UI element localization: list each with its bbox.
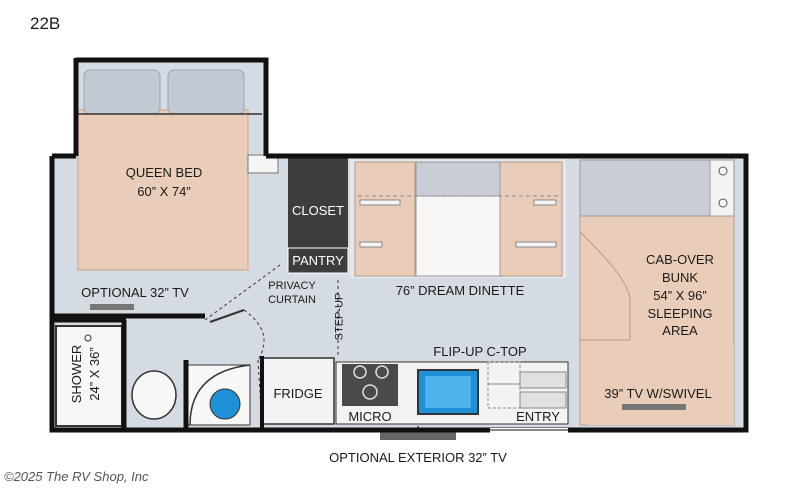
dinette-seat-left bbox=[354, 161, 416, 277]
pantry bbox=[287, 247, 349, 274]
cabover-sub: BUNK bbox=[661, 270, 699, 285]
closet-label: CLOSET bbox=[291, 203, 344, 218]
closet bbox=[288, 158, 348, 248]
dinette-table bbox=[415, 195, 501, 277]
exterior-tv-mark bbox=[380, 432, 456, 440]
swivel-tv-mark bbox=[622, 404, 686, 410]
privacy-line1: PRIVACY bbox=[268, 280, 316, 292]
exterior-tv-label: OPTIONAL EXTERIOR 32” TV bbox=[329, 450, 507, 465]
bed-title: QUEEN BED bbox=[125, 165, 203, 180]
flipup-label: FLIP-UP C-TOP bbox=[433, 344, 527, 359]
cabover-size: 54” X 96” bbox=[653, 288, 707, 303]
bed-size: 60” X 74” bbox=[137, 184, 191, 199]
queen-bed bbox=[77, 109, 249, 271]
micro-label: MICRO bbox=[348, 409, 392, 424]
model-label: 22B bbox=[30, 14, 61, 33]
cabover-line4: AREA bbox=[662, 323, 698, 338]
fridge-box bbox=[261, 357, 335, 425]
swivel-tv-label: 39” TV W/SWIVEL bbox=[604, 386, 712, 401]
dinette-label: 76” DREAM DINETTE bbox=[395, 283, 525, 298]
shower bbox=[55, 325, 123, 427]
bedroom-tv-label: OPTIONAL 32” TV bbox=[81, 285, 189, 300]
pantry-label: PANTRY bbox=[292, 253, 344, 268]
toilet bbox=[131, 370, 177, 420]
cabover-line3: SLEEPING bbox=[647, 306, 713, 321]
pillow-left bbox=[83, 69, 161, 115]
shower-line2: 24” X 36” bbox=[87, 347, 102, 401]
watermark: ©2025 The RV Shop, Inc bbox=[4, 469, 149, 484]
pillow-right bbox=[167, 69, 245, 115]
bedroom-tv-mark bbox=[90, 304, 134, 310]
shower-line1: SHOWER bbox=[69, 344, 84, 404]
dinette-seat-right bbox=[499, 161, 563, 277]
fridge-label: FRIDGE bbox=[273, 386, 323, 401]
cabover-title: CAB-OVER bbox=[646, 252, 714, 267]
walls bbox=[49, 57, 749, 433]
stepup-label: STEP-UP bbox=[333, 292, 346, 341]
bath-sink bbox=[209, 388, 241, 420]
privacy-line2: CURTAIN bbox=[268, 294, 316, 306]
entry-label: ENTRY bbox=[516, 409, 560, 424]
